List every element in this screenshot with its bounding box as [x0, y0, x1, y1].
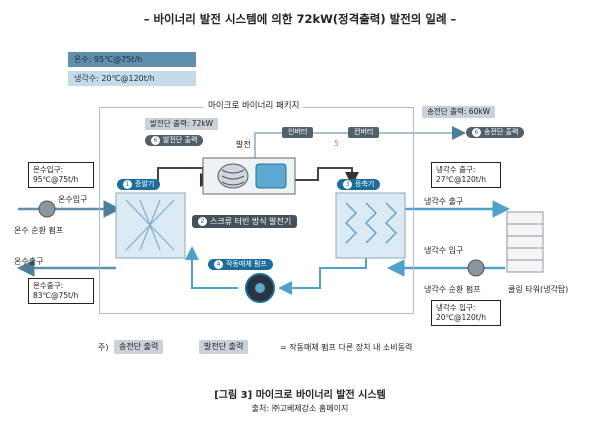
hot-inlet-box-line2: 95℃@75t/h	[33, 175, 79, 184]
transmission-output-label: 송전단 출력: 60kW	[422, 106, 496, 118]
cooling-pump-shape	[467, 259, 485, 277]
number-6-badge: 6	[151, 135, 160, 145]
cool-pump-label: 냉각수 순환 펌프	[424, 285, 481, 294]
power-line	[254, 132, 455, 158]
inverter-label: 인버터	[282, 127, 314, 138]
generator-output-label: 발전단 출력: 72kW	[145, 118, 219, 130]
liquid-pipe-pump-to-evaporator	[185, 246, 238, 289]
vapor-pipe-to-condenser	[292, 167, 359, 186]
note-description: = 작동매체 펌프 다른 장치 내 소비동력	[280, 343, 413, 352]
evaporator-label-text: 증발기	[135, 180, 155, 188]
hot-outlet-box-line2: 83℃@75t/h	[33, 291, 79, 300]
hot-inlet-label: 온수입구	[58, 195, 88, 204]
figure-caption: [그림 3] 마이크로 바이너리 발전 시스템	[214, 390, 386, 401]
cooling-tower-shape	[506, 211, 544, 273]
note-prefix: 주)	[98, 343, 109, 352]
liquid-pipe-condenser-to-pump	[278, 247, 367, 295]
condenser-label-text: 응축기	[355, 180, 375, 188]
diagram-title: – 바이너리 발전 시스템에 의한 72kW(정격출력) 발전의 일례 –	[143, 12, 457, 26]
note-transmission-tag: 송전단 출력	[114, 340, 164, 354]
legend-hot-water: 온수: 95℃@75t/h	[68, 52, 196, 67]
figure-source: 출처: ㈜고베제강소 홈페이지	[251, 404, 349, 413]
turbine-label-text: 스크류 터빈 방식 발전기	[210, 217, 292, 226]
hot-inlet-box: 온수입구: 95℃@75t/h	[28, 162, 94, 188]
legend-cold-water: 냉각수: 20℃@120t/h	[68, 71, 196, 86]
cool-outlet-label: 냉각수 출구	[424, 197, 464, 206]
number-5-badge: 5	[334, 139, 339, 148]
number-4-badge: 4	[214, 259, 223, 269]
package-label: 마이크로 바이너리 패키지	[204, 99, 304, 111]
converter-label: 컨버터	[348, 127, 380, 138]
number-1-badge: 1	[123, 179, 132, 189]
transmission-output-tag-text: 송전단 출력	[484, 128, 519, 136]
generator-output-tag-text: 발전단 출력	[163, 136, 198, 144]
cool-inlet-box-line2: 20℃@120t/h	[436, 313, 487, 322]
cooling-tower-label: 쿨링 타워(냉각탑)	[508, 285, 569, 294]
hot-water-pump-shape	[38, 200, 56, 218]
working-fluid-pump-label-text: 작동매체 펌프	[226, 260, 267, 268]
number-3-badge: 3	[343, 179, 352, 189]
number-6-badge-b: 6	[472, 127, 481, 137]
cool-outlet-box-line2: 27℃@120t/h	[436, 175, 487, 184]
cool-inlet-box-line1: 냉각수 입구:	[436, 303, 476, 312]
cool-inlet-box: 냉각수 입구: 20℃@120t/h	[431, 300, 501, 326]
number-2-badge: 2	[198, 217, 207, 226]
cool-outlet-box: 냉각수 출구: 27℃@120t/h	[431, 162, 501, 188]
cool-outlet-box-line1: 냉각수 출구:	[436, 165, 476, 174]
hot-pump-label: 온수 순환 펌프	[14, 226, 64, 235]
note-generator-tag: 발전단 출력	[199, 340, 249, 354]
generator-label: 발전	[236, 140, 251, 149]
hot-outlet-box: 온수출구: 83℃@75t/h	[28, 278, 94, 304]
hot-inlet-box-line1: 온수입구:	[33, 165, 64, 174]
hot-outlet-box-line1: 온수출구:	[33, 281, 64, 290]
cool-inlet-label: 냉각수 입구	[424, 246, 464, 255]
hot-outlet-label: 온수출구	[14, 257, 44, 266]
